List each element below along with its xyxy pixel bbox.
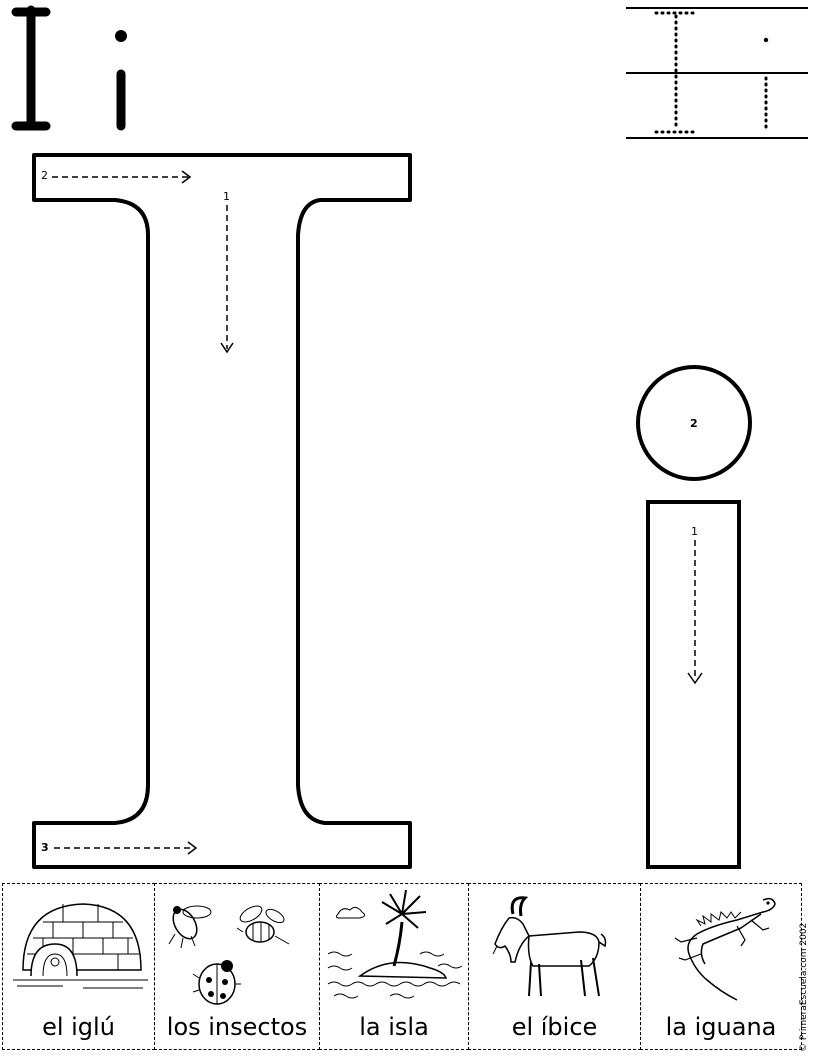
stroke-number-2: 2 bbox=[41, 169, 48, 182]
island-icon bbox=[327, 889, 463, 999]
picture-label: el iglú bbox=[42, 1013, 115, 1041]
picture-vocabulary-strip: el iglú los insectos bbox=[2, 883, 802, 1052]
lowercase-i-tracing-shape bbox=[636, 365, 752, 869]
stroke-number-1: 1 bbox=[223, 190, 230, 203]
tracing-practice-lines bbox=[620, 0, 816, 145]
iguana-icon bbox=[674, 897, 776, 1001]
big-capital-I-outline: 2 1 3 bbox=[20, 145, 420, 875]
igloo-icon bbox=[13, 903, 148, 989]
picture-cell-island: la isla bbox=[319, 883, 469, 1050]
copyright-notice: © PrimeraEscuela.com 2002 bbox=[799, 922, 809, 1052]
big-lowercase-i-outline: 2 1 bbox=[630, 365, 760, 875]
stroke-number-1: 1 bbox=[691, 525, 698, 538]
model-letters-drawing bbox=[11, 5, 127, 131]
capital-I-tracing-shape bbox=[32, 153, 412, 869]
picture-label: la isla bbox=[359, 1013, 429, 1041]
ibex-icon bbox=[492, 896, 607, 997]
picture-label: los insectos bbox=[166, 1013, 308, 1041]
picture-cell-insects: los insectos bbox=[154, 883, 320, 1050]
tracing-lines-drawing bbox=[626, 7, 808, 139]
model-letters: I i bbox=[6, 0, 606, 140]
insects-icon bbox=[168, 905, 290, 1005]
picture-cell-igloo: el iglú bbox=[2, 883, 155, 1050]
picture-label: la iguana bbox=[665, 1013, 777, 1041]
picture-label: el íbice bbox=[511, 1013, 598, 1041]
stroke-number-3: 3 bbox=[41, 841, 49, 854]
picture-cell-ibex: el íbice bbox=[468, 883, 641, 1050]
picture-cell-iguana: la iguana bbox=[640, 883, 802, 1050]
dot-number-2: 2 bbox=[690, 417, 698, 430]
